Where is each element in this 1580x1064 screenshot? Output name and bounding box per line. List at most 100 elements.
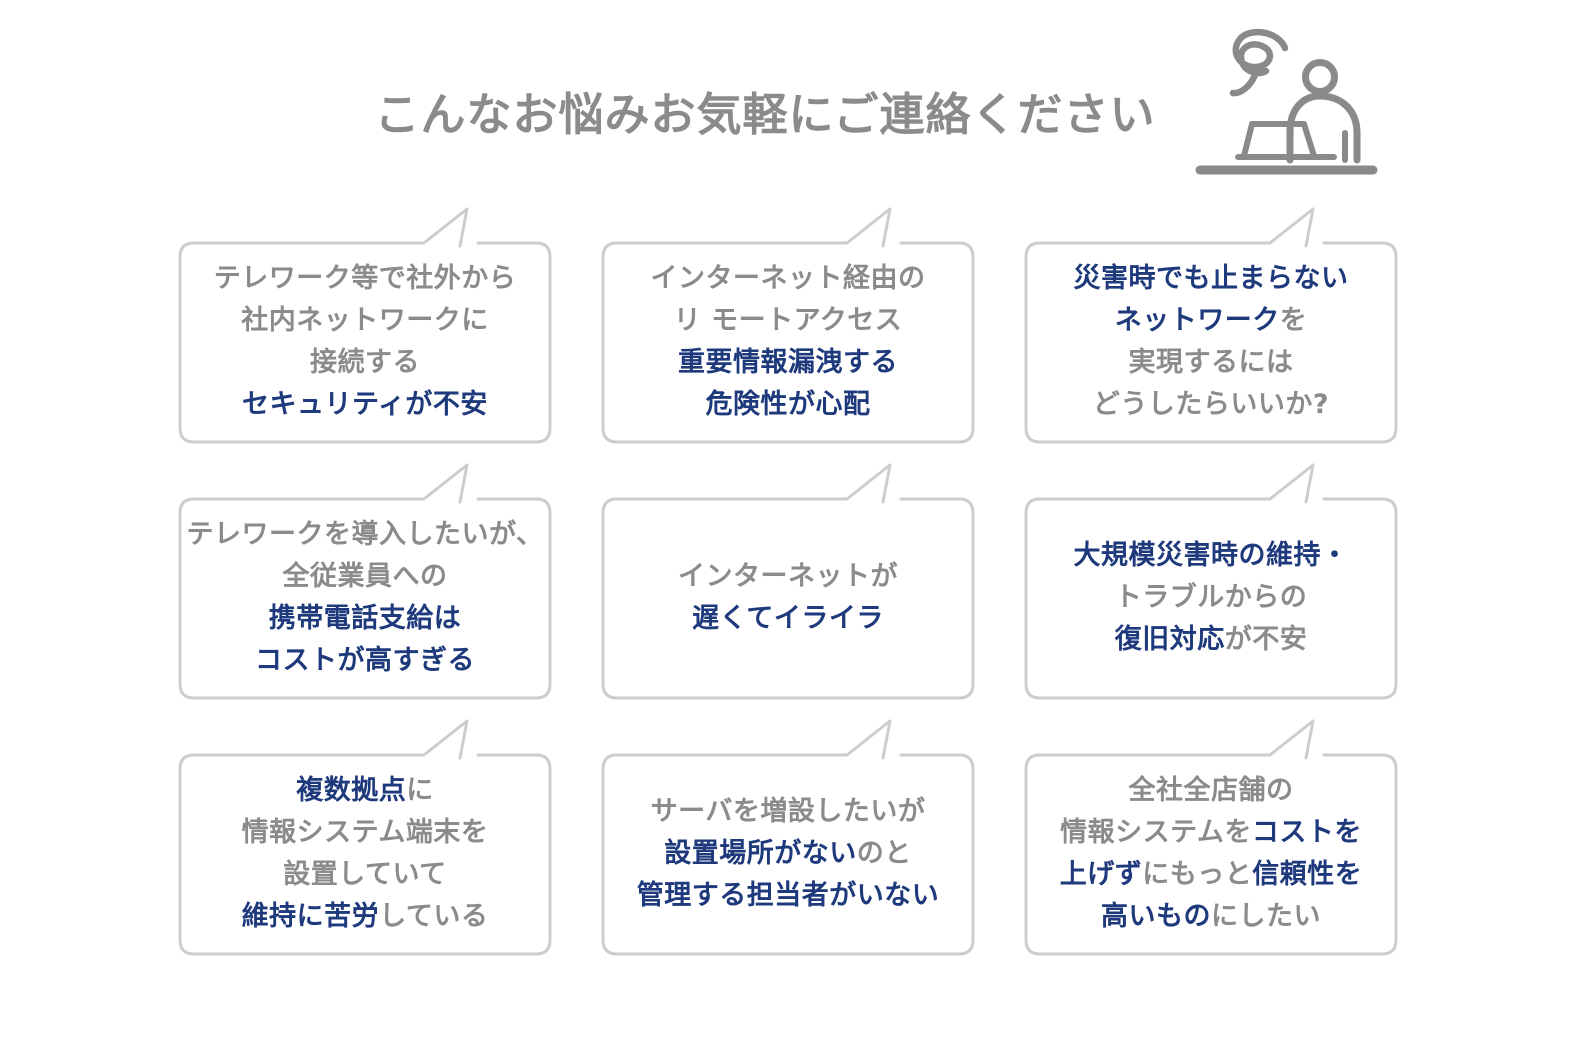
bubble-lines: 全社全店舗の情報システムをコストを上げずにもっと信頼性を高いものにしたい <box>1030 754 1392 954</box>
confusion-squiggle-icon <box>1229 28 1289 97</box>
plain-text: インターネットが <box>678 561 898 592</box>
bubble-line: テレワークを導入したいが、 <box>187 514 544 556</box>
bubble-line: コストが高すぎる <box>255 640 475 682</box>
plain-text: どうしたらいいか? <box>1092 389 1330 420</box>
speech-bubble: テレワーク等で社外から社内ネットワークに接続するセキュリティが不安 <box>178 206 552 446</box>
plain-text: インターネット経由の <box>650 263 926 294</box>
bubble-line: 危険性が心配 <box>706 384 871 426</box>
bubble-line: 情報システムをコストを <box>1060 812 1362 854</box>
bubble-line: テレワーク等で社外から <box>214 258 517 300</box>
plain-text: 設置していて <box>283 859 447 890</box>
bubble-line: 接続する <box>310 342 420 384</box>
plain-text: 全従業員への <box>282 561 448 592</box>
bubble-lines: 複数拠点に情報システム端末を設置していて維持に苦労している <box>184 754 546 954</box>
emphasis-text: 上げず <box>1059 859 1143 890</box>
plain-text: トラブルからの <box>1114 582 1308 613</box>
emphasis-text: 維持に苦労 <box>241 901 380 932</box>
bubble-outline <box>178 207 552 444</box>
plain-text: 情報システムを <box>1060 817 1252 848</box>
bubble-outline <box>1024 207 1398 444</box>
emphasis-text: 設置場所がない <box>664 838 857 869</box>
bubble-outline <box>601 719 975 956</box>
emphasis-text: コストが高すぎる <box>255 645 475 676</box>
bubble-line: 設置していて <box>283 854 446 896</box>
bubble-line: インターネット経由の <box>651 258 926 300</box>
speech-bubble: 大規模災害時の維持・トラブルからの復旧対応が不安 <box>1024 462 1398 702</box>
emphasis-text: 復旧対応 <box>1114 624 1225 655</box>
bubble-outline <box>1024 719 1398 956</box>
bubble-lines: テレワークを導入したいが、全従業員への携帯電話支給はコストが高すぎる <box>184 498 546 698</box>
plain-text: 実現するには <box>1128 347 1294 378</box>
confused-person-at-laptop-icon <box>1195 28 1378 175</box>
bubble-grid: テレワーク等で社外から社内ネットワークに接続するセキュリティが不安 インターネッ… <box>178 206 1398 958</box>
bubble-line: サーバを増設したいが <box>651 791 926 833</box>
bubble-line: セキュリティが不安 <box>242 384 488 426</box>
bubble-line: ネットワークを <box>1115 300 1308 342</box>
speech-bubble: テレワークを導入したいが、全従業員への携帯電話支給はコストが高すぎる <box>178 462 552 702</box>
bubble-line: 携帯電話支給は <box>269 598 462 640</box>
plain-text: 情報システム端末を <box>241 817 489 848</box>
emphasis-text: コストを <box>1251 817 1362 848</box>
plain-text: 全社全店舗の <box>1128 775 1294 806</box>
bubble-line: 維持に苦労している <box>242 896 489 938</box>
plain-text: リ モートアクセス <box>673 305 903 336</box>
bubble-outline <box>601 207 975 444</box>
bubble-outline <box>1024 463 1398 700</box>
bubble-line: 遅くてイライラ <box>692 598 884 640</box>
bubble-line: 実現するには <box>1129 342 1294 384</box>
bubble-line: 管理する担当者がいない <box>637 875 940 917</box>
plain-text: のと <box>856 838 912 869</box>
plain-text: テレワークを導入したいが、 <box>186 519 544 550</box>
emphasis-text: セキュリティが不安 <box>242 389 488 420</box>
bubble-line: どうしたらいいか? <box>1093 384 1329 426</box>
emphasis-text: 携帯電話支給は <box>268 603 462 634</box>
bubble-line: 全従業員への <box>283 556 448 598</box>
emphasis-text: 高いもの <box>1101 901 1211 932</box>
emphasis-text: 危険性が心配 <box>705 389 871 420</box>
plain-text: にもっと <box>1142 859 1253 890</box>
plain-text: にしたい <box>1211 901 1321 932</box>
bubble-outline <box>601 463 975 700</box>
bubble-line: 情報システム端末を <box>242 812 489 854</box>
speech-bubble: インターネット経由のリ モートアクセス重要情報漏洩する危険性が心配 <box>601 206 975 446</box>
person-head <box>1302 59 1338 95</box>
plain-text: 接続する <box>310 347 420 378</box>
speech-bubble: インターネットが遅くてイライラ <box>601 462 975 702</box>
bubble-lines: インターネット経由のリ モートアクセス重要情報漏洩する危険性が心配 <box>607 242 969 442</box>
emphasis-text: 遅くてイライラ <box>692 603 884 634</box>
bubble-lines: インターネットが遅くてイライラ <box>607 498 969 698</box>
speech-bubble: 全社全店舗の情報システムをコストを上げずにもっと信頼性を高いものにしたい <box>1024 718 1398 958</box>
plain-text: が不安 <box>1224 624 1308 655</box>
emphasis-text: 大規模災害時の維持・ <box>1073 540 1349 571</box>
plain-text: サーバを増設したいが <box>650 796 926 827</box>
bubble-line: 複数拠点に <box>296 770 434 812</box>
bubble-outline <box>178 719 552 956</box>
bubble-lines: 大規模災害時の維持・トラブルからの復旧対応が不安 <box>1030 498 1392 698</box>
laptop-icon <box>1241 121 1317 159</box>
bubble-lines: テレワーク等で社外から社内ネットワークに接続するセキュリティが不安 <box>184 242 546 442</box>
speech-bubble: 複数拠点に情報システム端末を設置していて維持に苦労している <box>178 718 552 958</box>
plain-text: 社内ネットワークに <box>241 305 489 336</box>
plain-text: に <box>406 775 434 806</box>
bubble-line: インターネットが <box>678 556 898 598</box>
emphasis-text: 災害時でも止まらない <box>1073 263 1349 294</box>
bubble-line: 全社全店舗の <box>1129 770 1294 812</box>
emphasis-text: 複数拠点 <box>296 775 407 806</box>
plain-text: している <box>379 901 489 932</box>
bubble-line: 重要情報漏洩する <box>678 342 898 384</box>
speech-bubble: 災害時でも止まらないネットワークを実現するにはどうしたらいいか? <box>1024 206 1398 446</box>
emphasis-text: 信頼性を <box>1252 859 1363 890</box>
bubble-lines: サーバを増設したいが設置場所がないのと管理する担当者がいない <box>607 754 969 954</box>
emphasis-text: ネットワーク <box>1114 305 1280 336</box>
bubble-line: 大規模災害時の維持・ <box>1074 535 1349 577</box>
bubble-line: 設置場所がないのと <box>664 833 912 875</box>
speech-bubble: サーバを増設したいが設置場所がないのと管理する担当者がいない <box>601 718 975 958</box>
bubble-line: リ モートアクセス <box>674 300 903 342</box>
page-title: こんなお悩みお気軽にご連絡ください <box>374 88 1156 141</box>
bubble-line: 上げずにもっと信頼性を <box>1060 854 1363 896</box>
bubble-line: 社内ネットワークに <box>241 300 489 342</box>
emphasis-text: 重要情報漏洩する <box>678 347 898 378</box>
plain-text: を <box>1279 305 1308 336</box>
emphasis-text: 管理する担当者がいない <box>636 880 940 911</box>
